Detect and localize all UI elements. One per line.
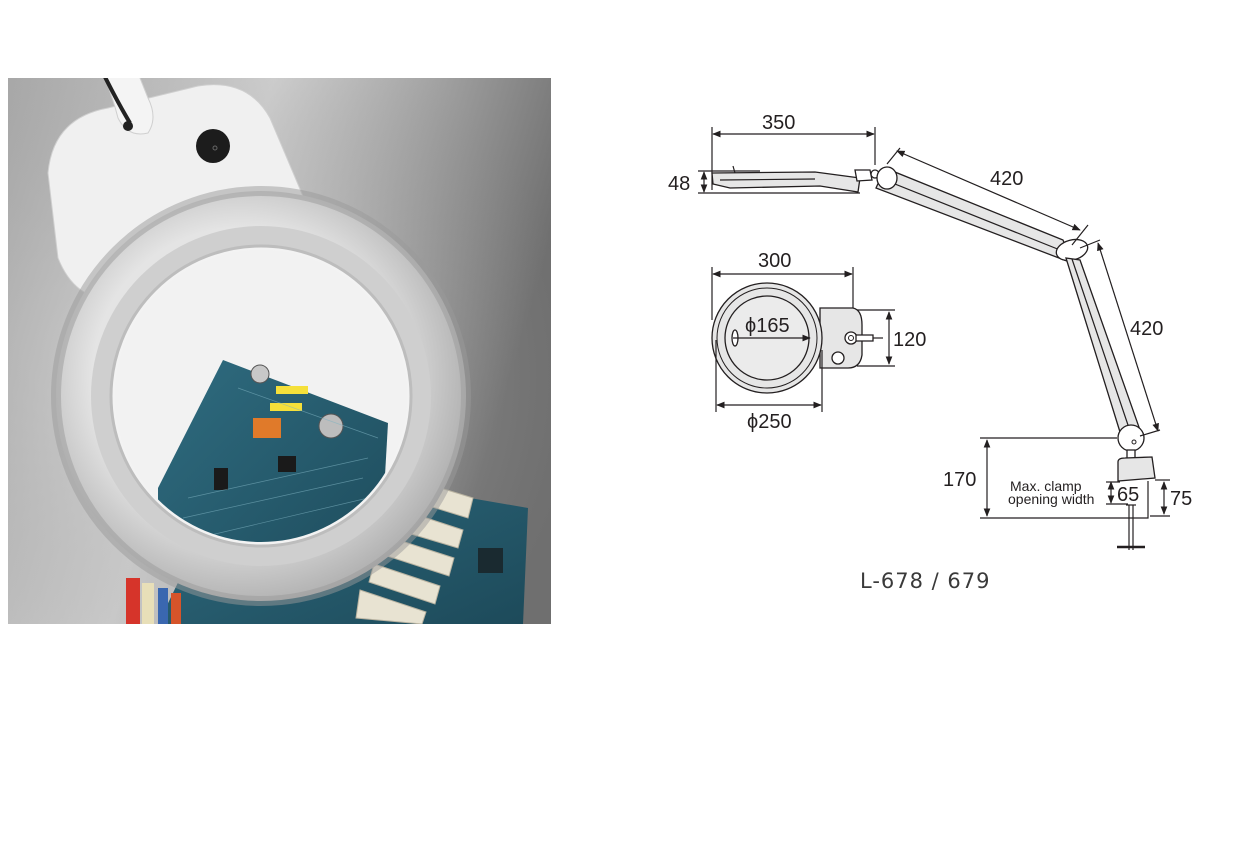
model-label: L-678 / 679 — [860, 569, 991, 593]
dim-head-thickness: 48 — [668, 173, 690, 195]
note-clamp-line2: opening width — [1008, 491, 1094, 507]
dim-lower-arm: 420 — [1130, 318, 1163, 340]
dim-head-diameter: ϕ250 — [747, 411, 792, 433]
magnifier-lamp-photo — [8, 78, 551, 624]
product-photo — [8, 78, 551, 624]
dim-head-length: 350 — [762, 112, 795, 134]
dimension-drawing: 350 48 420 — [640, 90, 1240, 610]
dim-neck-width: 120 — [893, 329, 926, 351]
top-view: 300 ϕ165 120 ϕ250 — [711, 250, 926, 433]
dim-clamp-opening: 65 — [1117, 484, 1139, 506]
side-view: 350 48 420 — [668, 112, 1192, 550]
dim-lens-diameter: ϕ165 — [745, 315, 790, 337]
dim-clamp-height: 75 — [1170, 488, 1192, 510]
note-clamp-line1: Max. clamp — [1010, 478, 1082, 494]
dim-base-height: 170 — [943, 469, 976, 491]
lamp-head — [47, 78, 309, 301]
dim-head-width: 300 — [758, 250, 791, 272]
dim-upper-arm: 420 — [990, 168, 1023, 190]
power-switch-icon — [196, 129, 230, 163]
